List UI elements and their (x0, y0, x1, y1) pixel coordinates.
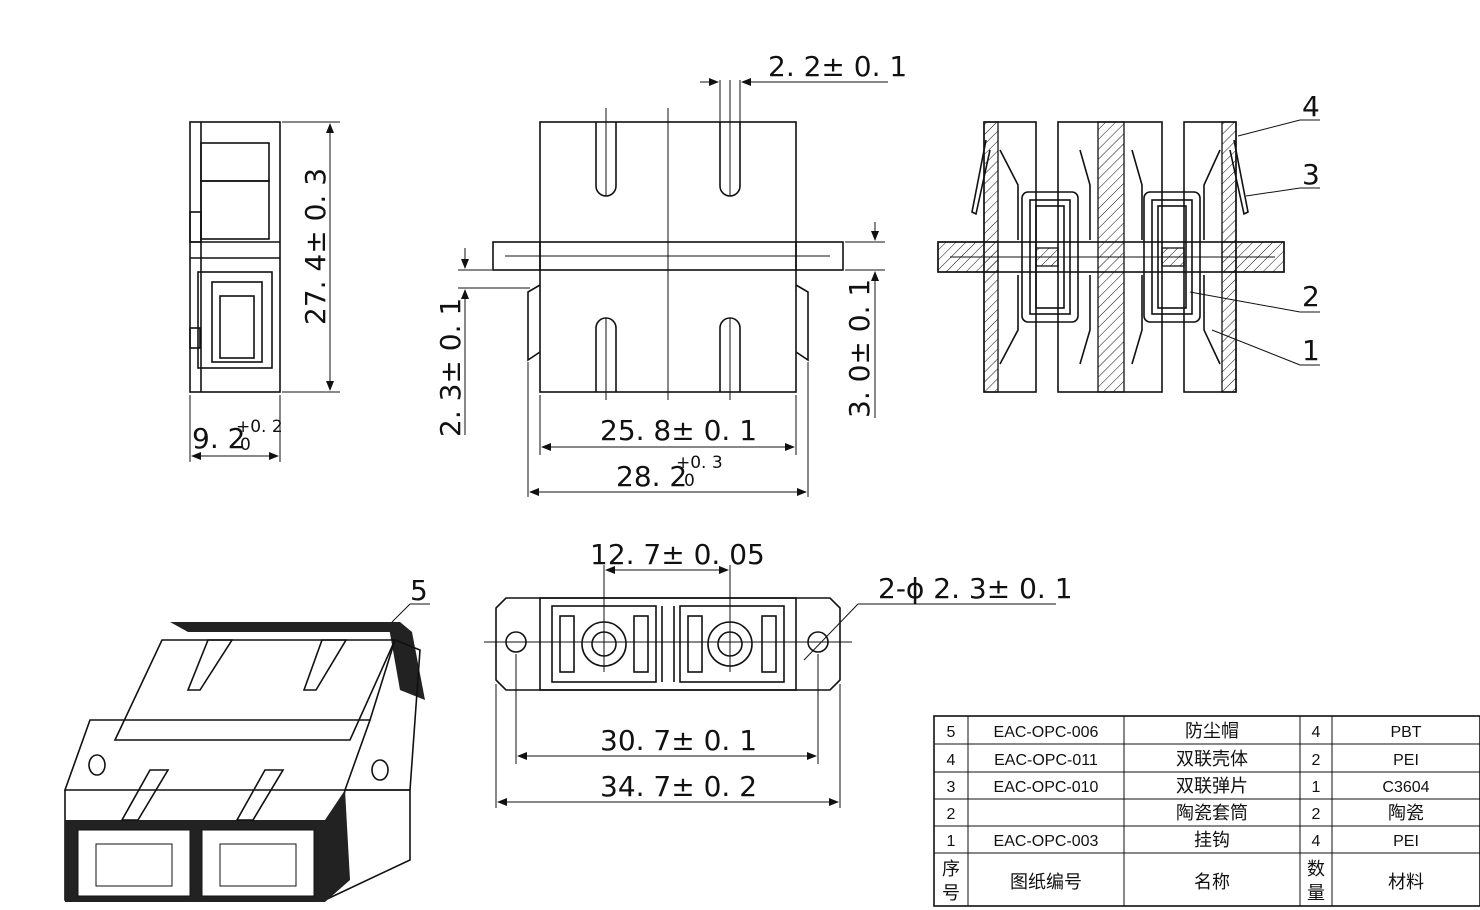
isometric-view: 5 (63, 574, 430, 902)
side-view: 27. 4± 0. 3 9. 2 +0. 2 0 (189, 121, 340, 462)
svg-text:图纸编号: 图纸编号 (1010, 872, 1082, 893)
svg-text:EAC-OPC-003: EAC-OPC-003 (994, 833, 1099, 850)
flange-width-tol-upper: +0. 3 (676, 453, 723, 473)
end-view: 12. 7± 0. 05 2-ϕ 2. 3± 0. 1 30. 7± 0. 1 … (484, 538, 1073, 808)
svg-text:双联弹片: 双联弹片 (1176, 776, 1248, 797)
bom-row: 2 陶瓷套筒 2 陶瓷 (947, 803, 1424, 824)
callout-2: 2 (1302, 280, 1320, 313)
svg-text:EAC-OPC-006: EAC-OPC-006 (994, 724, 1099, 741)
svg-text:数: 数 (1307, 859, 1325, 880)
side-width-tol-upper: +0. 2 (236, 417, 283, 437)
callout-4: 4 (1302, 90, 1320, 123)
svg-text:3: 3 (947, 779, 956, 796)
bom-row: 4 EAC-OPC-011 双联壳体 2 PEI (947, 749, 1419, 770)
bom-row: 5 EAC-OPC-006 防尘帽 4 PBT (947, 721, 1422, 742)
front-view: 2. 2± 0. 1 2. 3± 0. 1 3. 0± 0. 1 25. 8± … (434, 50, 907, 497)
bom-table: 5 EAC-OPC-006 防尘帽 4 PBT 4 EAC-OPC-011 双联… (933, 715, 1480, 907)
svg-text:序: 序 (942, 859, 960, 880)
svg-text:1: 1 (1312, 779, 1321, 796)
hole-pitch-dim: 30. 7± 0. 1 (600, 724, 757, 757)
svg-text:量: 量 (1307, 883, 1325, 904)
svg-text:双联壳体: 双联壳体 (1176, 749, 1248, 770)
svg-text:EAC-OPC-010: EAC-OPC-010 (994, 779, 1099, 796)
section-view: 4 3 2 1 (937, 90, 1320, 393)
svg-text:挂钩: 挂钩 (1194, 830, 1230, 851)
svg-text:名称: 名称 (1194, 872, 1230, 893)
flange-width-dim: 28. 2 (616, 460, 687, 493)
svg-text:4: 4 (947, 752, 956, 769)
svg-text:5: 5 (947, 724, 956, 741)
svg-text:号: 号 (942, 883, 960, 904)
bom-row: 1 EAC-OPC-003 挂钩 4 PEI (947, 830, 1419, 851)
svg-text:陶瓷套筒: 陶瓷套筒 (1176, 803, 1248, 824)
bom-row: 3 EAC-OPC-010 双联弹片 1 C3604 (947, 776, 1430, 797)
flange-width-tol-lower: 0 (684, 471, 695, 491)
side-width-tol-lower: 0 (240, 435, 251, 455)
svg-text:C3604: C3604 (1382, 779, 1429, 796)
svg-text:EAC-OPC-011: EAC-OPC-011 (994, 752, 1098, 769)
svg-text:材料: 材料 (1388, 872, 1424, 893)
side-width-dim: 9. 2 (192, 422, 245, 455)
svg-text:2: 2 (1312, 806, 1321, 823)
slot-width-dim: 2. 2± 0. 1 (768, 50, 907, 83)
body-width-dim: 25. 8± 0. 1 (600, 414, 757, 447)
svg-text:PEI: PEI (1393, 833, 1419, 850)
callout-5: 5 (410, 574, 428, 607)
svg-text:2: 2 (947, 806, 956, 823)
svg-text:4: 4 (1312, 724, 1321, 741)
svg-text:PEI: PEI (1393, 752, 1419, 769)
hole-spec-dim: 2-ϕ 2. 3± 0. 1 (878, 572, 1073, 605)
callout-3: 3 (1302, 158, 1320, 191)
svg-text:防尘帽: 防尘帽 (1185, 721, 1239, 742)
overall-width-dim: 34. 7± 0. 2 (600, 770, 757, 803)
svg-text:4: 4 (1312, 833, 1321, 850)
flange-thickness-dim: 2. 3± 0. 1 (434, 298, 467, 437)
svg-text:陶瓷: 陶瓷 (1388, 803, 1424, 824)
svg-text:PBT: PBT (1390, 724, 1421, 741)
svg-text:1: 1 (947, 833, 956, 850)
latch-offset-dim: 3. 0± 0. 1 (843, 279, 876, 418)
callout-1: 1 (1302, 334, 1320, 367)
svg-text:2: 2 (1312, 752, 1321, 769)
bom-header: 序 号 图纸编号 名称 数 量 材料 (942, 859, 1424, 904)
port-pitch-dim: 12. 7± 0. 05 (590, 538, 765, 571)
side-height-dim: 27. 4± 0. 3 (299, 168, 332, 325)
